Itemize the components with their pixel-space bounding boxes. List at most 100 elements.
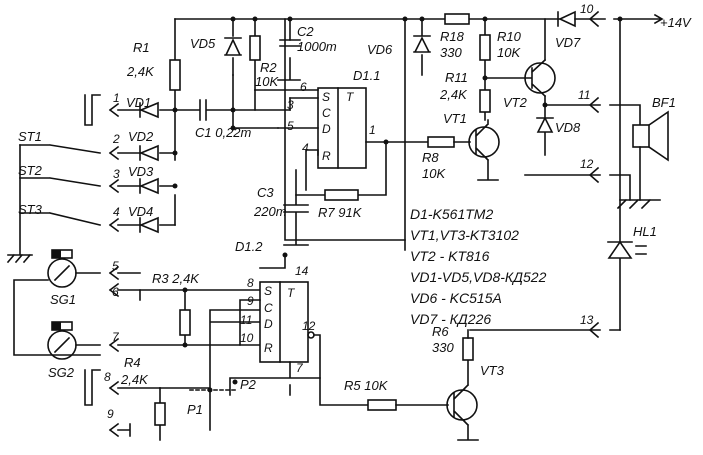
vd6-diode [413,35,431,53]
sg1-sensor [47,249,77,288]
legend-line-4: VD1-VD5,VD8-КД522 [410,269,547,285]
d12-pin-10: 10 [240,331,254,345]
legend-line-6: VD7 - КД226 [410,311,491,327]
d12-pin-9: 9 [247,294,254,308]
connector-13: 13 [580,313,594,327]
d11-label: D1.1 [353,68,380,83]
d11-pin-d: D [322,122,331,136]
vt2-label: VT2 [503,95,528,110]
sg2-label: SG2 [48,365,75,380]
r11-value: 2,4K [439,87,468,102]
d12-pin-12: 12 [302,319,316,333]
r7-resistor [324,189,359,201]
st3-label: ST3 [18,202,43,217]
connector-4: 4 [113,205,120,219]
r1-resistor [169,59,181,91]
vd1-label: VD1 [126,95,151,110]
st2-label: ST2 [18,163,43,178]
c2-capacitor [279,39,301,47]
d11-pin-t: T [346,90,355,104]
connector-8: 8 [104,370,111,384]
c3-label: C3 [257,185,274,200]
d12-chip [259,281,309,363]
r8-resistor [427,136,455,148]
r1-value: 2,4K [126,64,155,79]
bf1-label: BF1 [652,95,676,110]
r18-resistor [444,13,470,25]
connector-1: 1 [113,91,120,105]
connector-11: 11 [578,88,590,102]
d12-pin-8: 8 [247,276,254,290]
d12-pin-7: 7 [296,361,304,375]
r10-value: 10K [497,45,521,60]
d12-pin-c: C [264,301,273,315]
vd6-label: VD6 [367,42,393,57]
parts-legend: D1-K561TM2 VT1,VT3-KT3102 VT2 - KT816 VD… [410,206,547,327]
d12-pin-d: D [264,317,273,331]
r2-label: R2 [260,60,277,75]
supply-rail [174,13,664,251]
r3-label: R3 2,4K [152,271,200,286]
vd5-label: VD5 [190,36,216,51]
sg2-sensor [47,321,77,360]
d11-pin-r: R [322,149,331,163]
st1-label: ST1 [18,129,42,144]
connector-2: 2 [112,132,120,146]
vd2-label: VD2 [128,129,154,144]
hl1-label: HL1 [633,224,657,239]
r18-label: R18 [440,29,465,44]
r6-value: 330 [432,340,454,355]
connector-6: 6 [112,285,119,299]
d11-pin-6: 6 [300,80,307,94]
input-pulse-1 [84,94,101,126]
vt1-label: VT1 [443,111,467,126]
vt3-label: VT3 [480,363,505,378]
bf1-speaker [632,110,669,201]
c2-value: 1000m [297,39,337,54]
d11-pin-s: S [322,90,330,104]
r11-resistor [479,89,491,113]
r18-value: 330 [440,45,462,60]
c1-capacitor [174,99,291,121]
r6-resistor [462,337,474,361]
vd3-label: VD3 [128,164,154,179]
r4-label: R4 [124,355,141,370]
connector-12: 12 [580,157,594,171]
d12-pin-14: 14 [295,264,309,278]
r2-resistor [249,35,261,61]
legend-line-2: VT1,VT3-KT3102 [410,227,519,243]
r10-label: R10 [497,29,522,44]
c3-value: 220m [253,204,287,219]
d12-pin-s: S [264,284,272,298]
p2-label: P2 [240,377,257,392]
vd7-label: VD7 [555,35,581,50]
r2-value: 10K [255,74,279,89]
d11-pin-4: 4 [302,141,309,155]
vd4-label: VD4 [128,204,153,219]
connector-3: 3 [113,167,120,181]
supply-label: +14V [660,15,692,30]
vd7-diode [557,10,576,28]
r7-label: R7 91K [318,205,363,220]
connector-5: 5 [112,259,119,273]
c2-label: C2 [297,24,314,39]
d11-pin-1: 1 [369,123,376,137]
c3-capacitor [283,169,309,246]
d12-pin-11: 11 [240,313,252,327]
r8-label: R8 [422,150,439,165]
c1-label: C1 0,22m [195,125,252,140]
vt1-transistor [468,119,500,181]
legend-line-1: D1-K561TM2 [410,206,493,222]
r4-value: 2,4K [120,372,149,387]
r10-resistor [479,34,491,61]
r4-resistor [154,402,166,426]
r6-label: R6 [432,324,449,339]
vd5-diode [224,37,242,56]
r11-label: R11 [445,70,468,85]
d12-pin-r: R [264,341,273,355]
d11-pin-c: C [322,106,331,120]
connector-9: 9 [107,407,114,421]
r3-resistor [179,309,191,336]
